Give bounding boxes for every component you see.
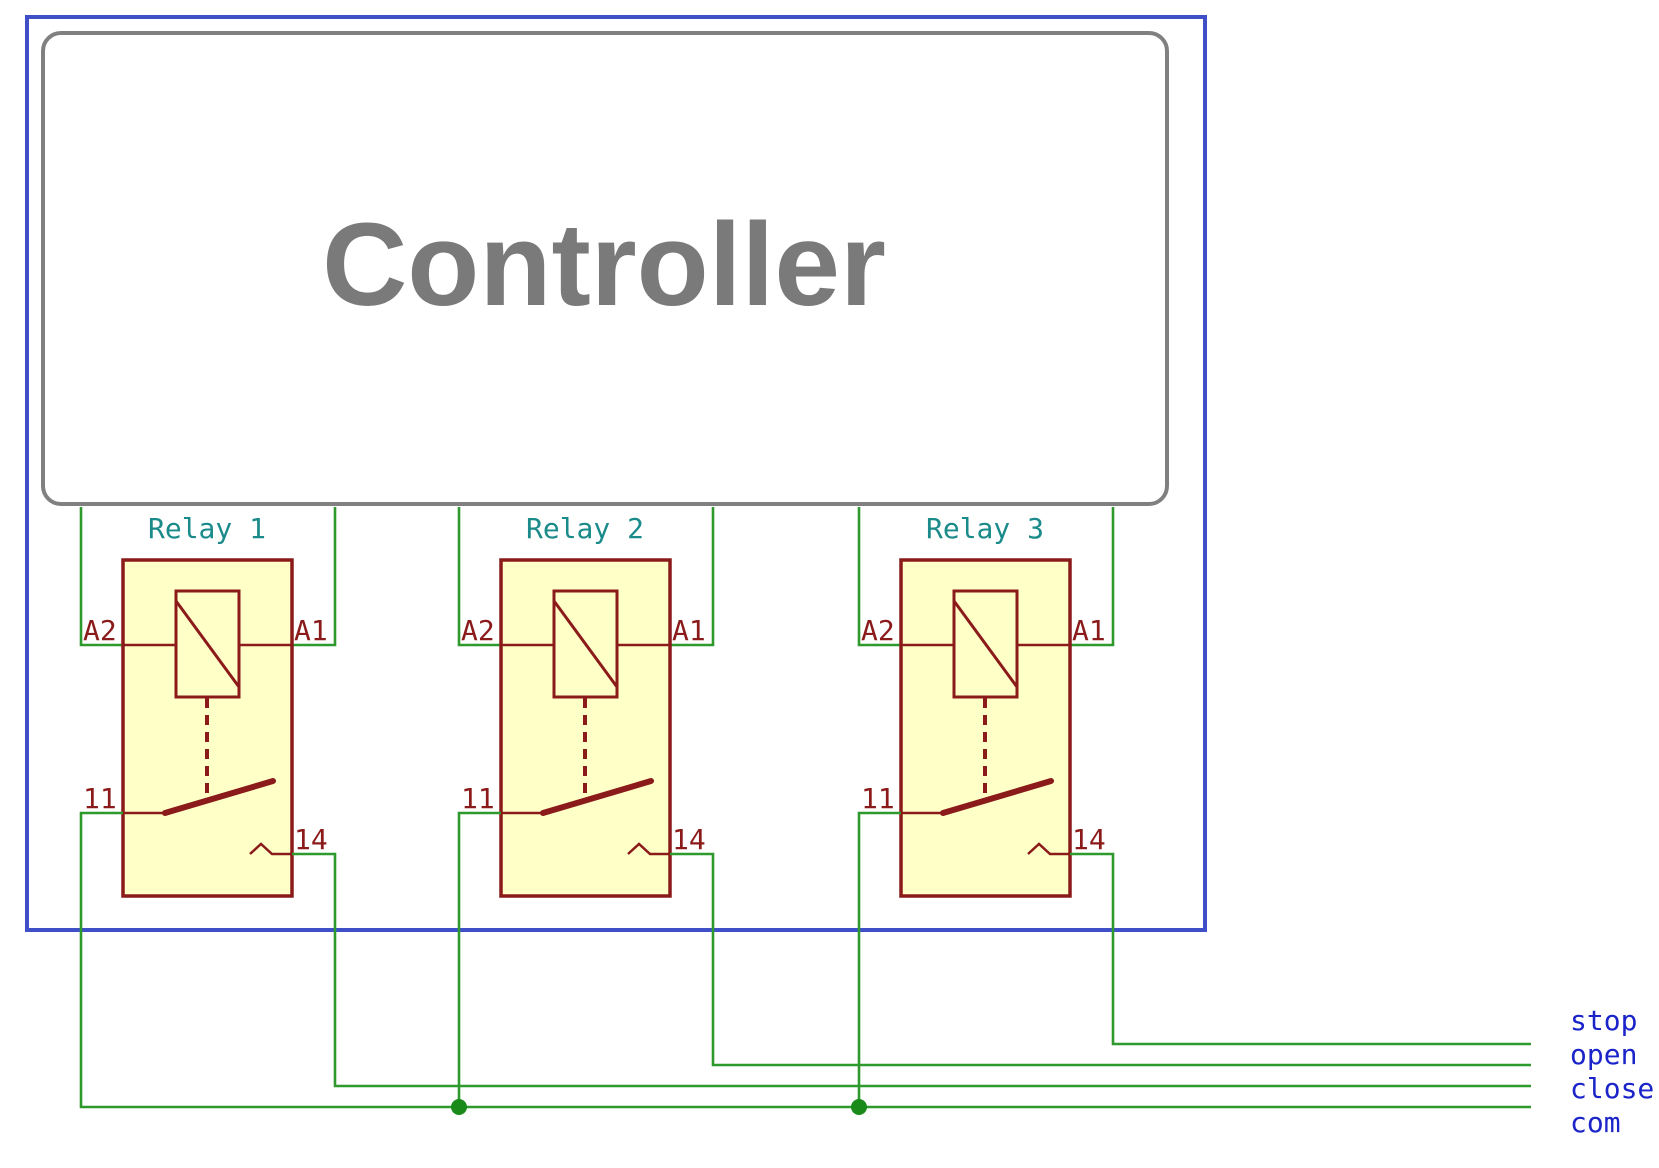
wire-close — [292, 852, 1531, 1088]
wire-com — [79, 811, 1531, 1109]
enclosure-frame — [25, 15, 1207, 932]
net-label-open: open — [1570, 1038, 1637, 1071]
junction-dot-1 — [451, 1099, 467, 1115]
relay-2-coil-diagonal — [552, 600, 619, 688]
relay-3-title: Relay 3 — [926, 512, 1044, 545]
controller-label: Controller — [322, 199, 886, 331]
relay-1-pin-no: 14 — [294, 823, 328, 856]
relay-3: Relay 3 A2 A1 11 14 — [857, 507, 1115, 898]
relay-2: Relay 2 A2 A1 11 14 — [457, 507, 715, 898]
relay-1-switch-arm — [162, 778, 276, 816]
relay-2-pin-no: 14 — [672, 823, 706, 856]
wire-com-relay-2 — [457, 811, 501, 1107]
relay-2-a1-wire — [670, 507, 715, 647]
relay-3-pin-a2: A2 — [861, 614, 895, 647]
wire-open — [670, 852, 1531, 1067]
junction-dot-2 — [851, 1099, 867, 1115]
relay-2-pin-com: 11 — [461, 782, 495, 815]
relay-3-switch-arm — [940, 778, 1054, 816]
controller-block — [41, 31, 1169, 506]
relay-3-body — [899, 558, 1072, 898]
wire-stop — [1070, 852, 1531, 1046]
relay-2-no-contact — [627, 842, 670, 856]
relay-3-pin-no: 14 — [1072, 823, 1106, 856]
relay-1-pin-a1: A1 — [294, 614, 328, 647]
relay-1-no-contact — [249, 842, 292, 856]
relay-3-pin-a1: A1 — [1072, 614, 1106, 647]
net-label-stop: stop — [1570, 1004, 1637, 1037]
relay-2-pin-a1: A1 — [672, 614, 706, 647]
relay-1-a1-wire — [292, 507, 337, 647]
relay-3-a1-wire — [1070, 507, 1115, 647]
relay-3-a2-wire — [857, 507, 901, 647]
relay-3-coil-diagonal — [952, 600, 1019, 688]
relay-1-coil-diagonal — [174, 600, 241, 688]
relay-3-no-contact — [1027, 842, 1070, 856]
relay-2-pin-a2: A2 — [461, 614, 495, 647]
relay-1-body — [121, 558, 294, 898]
relay-1: Relay 1 A2 A1 11 14 — [79, 507, 337, 898]
relay-3-pin-com: 11 — [861, 782, 895, 815]
relay-1-a2-wire — [79, 507, 123, 647]
relay-2-title: Relay 2 — [526, 512, 644, 545]
net-label-close: close — [1570, 1072, 1654, 1105]
relay-2-switch-arm — [540, 778, 654, 816]
relay-2-a2-wire — [457, 507, 501, 647]
relay-1-pin-a2: A2 — [83, 614, 117, 647]
wire-com-relay-3 — [857, 811, 901, 1107]
relay-1-pin-com: 11 — [83, 782, 117, 815]
relay-1-title: Relay 1 — [148, 512, 266, 545]
relay-2-body — [499, 558, 672, 898]
net-label-com: com — [1570, 1106, 1621, 1139]
